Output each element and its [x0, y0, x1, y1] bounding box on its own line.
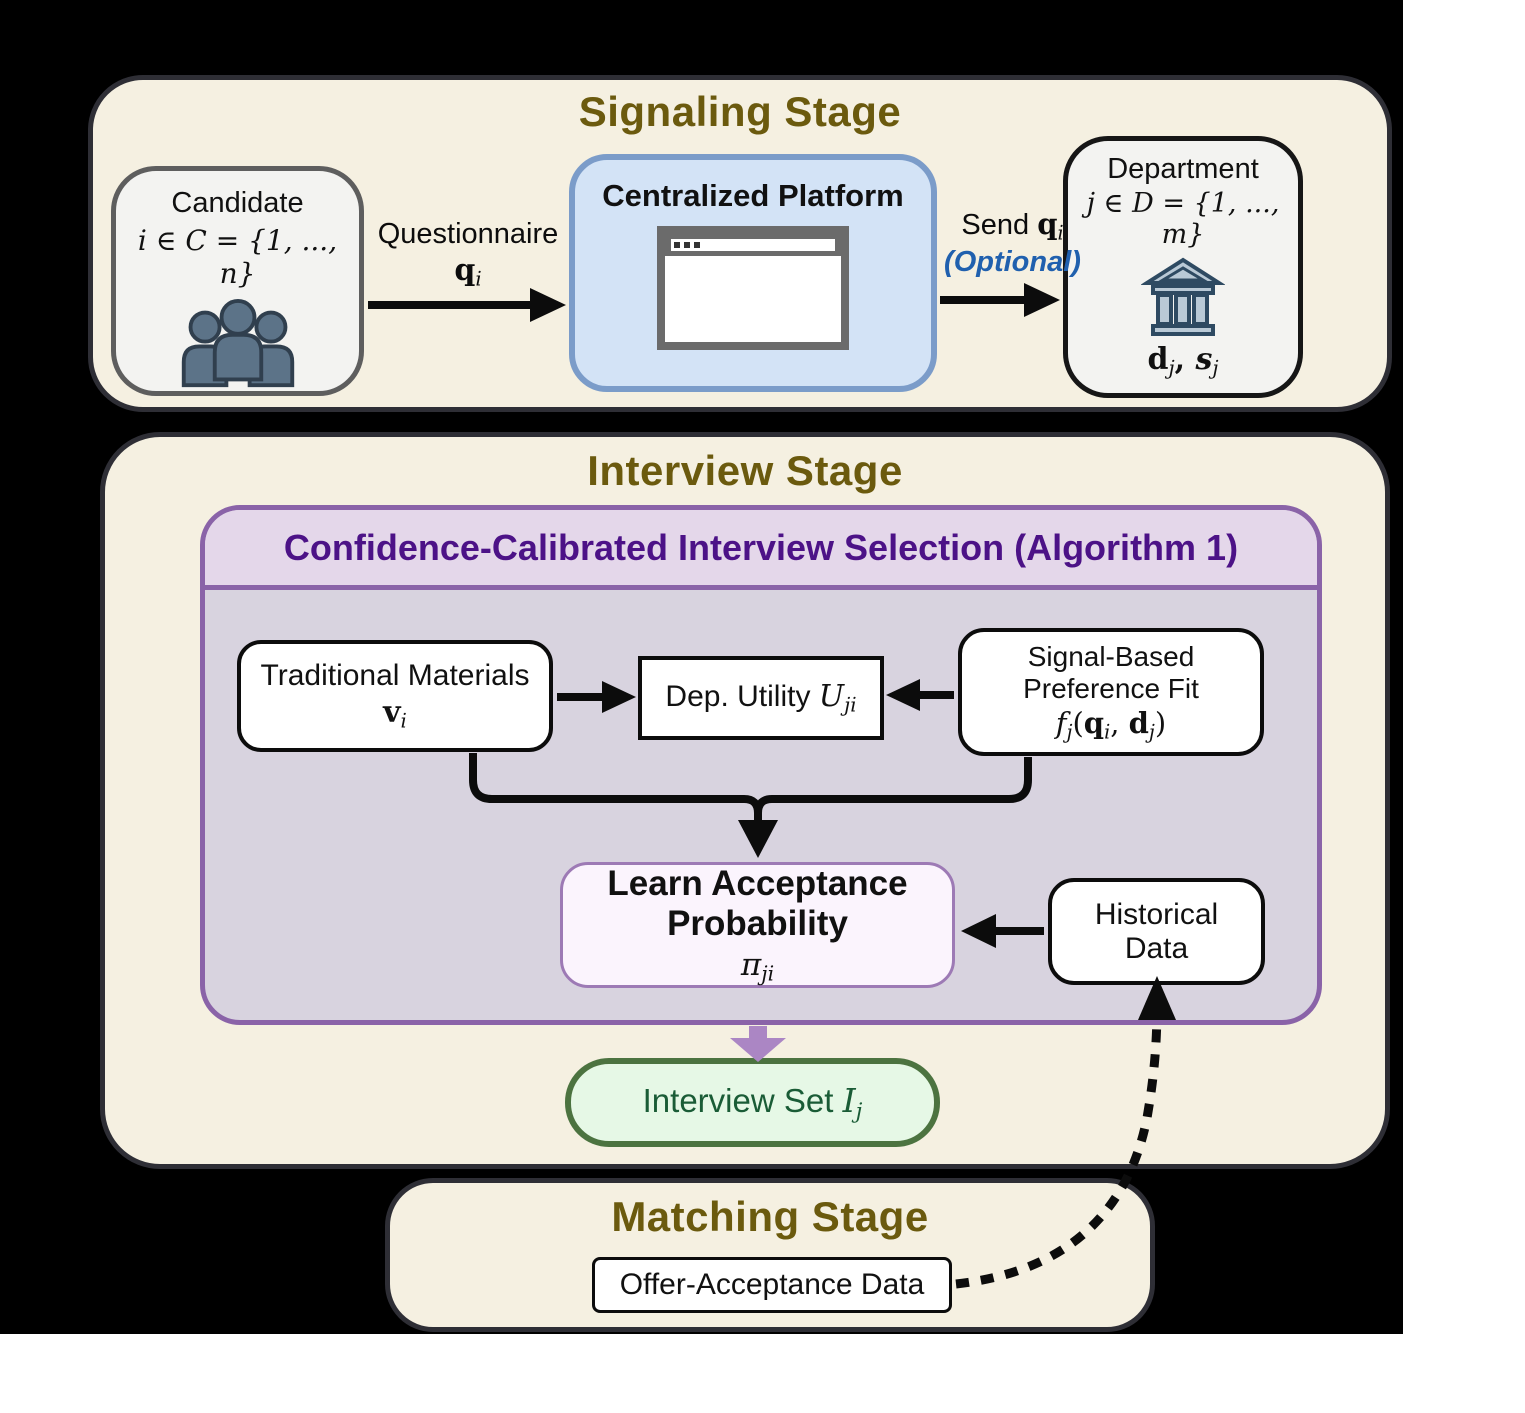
- candidate-node: Candidate i ∈ C = {1, ..., n}: [111, 166, 364, 396]
- interview-set-I-sub: j: [855, 1099, 863, 1125]
- questionnaire-q-sub: i: [475, 267, 482, 291]
- questionnaire-math: qi: [368, 253, 568, 291]
- dep-utility-U-sub: ji: [844, 693, 857, 717]
- learn-line1: Learn Acceptance: [607, 863, 908, 903]
- questionnaire-text: Questionnaire: [377, 218, 559, 250]
- dep-utility-node: Dep. Utility Uji: [638, 656, 884, 740]
- candidate-set-math: i ∈ C = {1, ..., n}: [137, 224, 338, 290]
- send-label: Send qi (Optional): [925, 207, 1100, 279]
- learn-math: πji: [741, 947, 774, 986]
- learn-pi: π: [740, 947, 762, 984]
- signal-d-sub: j: [1148, 720, 1155, 744]
- historical-line1: Historical: [1094, 897, 1219, 931]
- bank-icon: [1141, 257, 1225, 336]
- interview-set-I: I: [842, 1080, 856, 1120]
- signal-f: f: [1055, 705, 1067, 740]
- signal-math: fj(qi, dj): [1056, 706, 1166, 743]
- optional-label: (Optional): [944, 246, 1081, 279]
- traditional-materials-label: Traditional Materials: [260, 659, 530, 693]
- questionnaire-label: Questionnaire qi: [368, 218, 568, 291]
- signal-line1: Signal-Based: [1027, 640, 1195, 672]
- signal-d: d: [1128, 705, 1149, 740]
- send-text: Send qi: [925, 207, 1100, 244]
- dep-utility-U: U: [818, 679, 845, 715]
- signaling-stage-box: Signaling Stage Candidate i ∈ C = {1, ..…: [88, 75, 1392, 412]
- dept-var-sep: ,: [1174, 342, 1196, 377]
- signal-close: ): [1154, 705, 1167, 740]
- dept-var-s-sub: j: [1212, 356, 1219, 380]
- signal-f-sub: j: [1066, 720, 1073, 744]
- department-set-math: j ∈ D = {1, ..., m}: [1086, 188, 1280, 250]
- questionnaire-q: q: [454, 253, 476, 288]
- browser-window-icon: [657, 226, 849, 350]
- send-q-sub: i: [1057, 221, 1064, 245]
- offer-acceptance-node: Offer-Acceptance Data: [592, 1257, 952, 1313]
- interview-set-node: Interview Set Ij: [565, 1058, 940, 1147]
- signal-preference-node: Signal-Based Preference Fit fj(qi, dj): [958, 628, 1264, 756]
- learn-acceptance-node: Learn Acceptance Probability πji: [560, 862, 955, 988]
- interview-set-label: Interview Set Ij: [643, 1081, 863, 1124]
- traditional-v-sub: i: [400, 709, 407, 733]
- signal-q-sub: i: [1104, 720, 1111, 744]
- traditional-materials-node: Traditional Materials vi: [237, 640, 553, 752]
- centralized-platform-node: Centralized Platform: [569, 154, 937, 392]
- traditional-v: v: [383, 695, 401, 731]
- traditional-materials-math: vi: [383, 695, 407, 733]
- learn-line2: Probability: [667, 904, 848, 944]
- historical-line2: Data: [1124, 931, 1189, 965]
- interview-set-text: Interview Set: [642, 1081, 843, 1119]
- dept-var-s: s: [1195, 342, 1213, 377]
- send-q: q: [1037, 207, 1058, 241]
- matching-stage-title: Matching Stage: [611, 1193, 929, 1240]
- people-icon: [181, 298, 294, 388]
- algorithm-container: Confidence-Calibrated Interview Selectio…: [200, 505, 1322, 1025]
- historical-data-node: Historical Data: [1048, 878, 1265, 985]
- signaling-stage-title: Signaling Stage: [578, 88, 902, 135]
- dept-var-d: d: [1147, 342, 1169, 377]
- interview-stage-box: Interview Stage Confidence-Calibrated In…: [100, 432, 1390, 1169]
- department-vars: dj, sj: [1147, 342, 1218, 380]
- platform-title: Centralized Platform: [602, 178, 904, 213]
- algorithm-header: Confidence-Calibrated Interview Selectio…: [205, 510, 1317, 590]
- signal-line2: Preference Fit: [1023, 672, 1199, 704]
- department-node: Department j ∈ D = {1, ..., m} dj, sj: [1063, 136, 1303, 398]
- send-prefix: Send: [961, 209, 1038, 241]
- signal-comma: ,: [1110, 705, 1129, 740]
- dep-utility-label: Dep. Utility Uji: [665, 679, 856, 717]
- signal-open: (: [1072, 705, 1084, 740]
- signal-q: q: [1083, 705, 1105, 740]
- learn-pi-sub: ji: [761, 962, 775, 987]
- algorithm-title: Confidence-Calibrated Interview Selectio…: [283, 526, 1239, 568]
- dep-utility-text: Dep. Utility: [665, 680, 819, 714]
- matching-stage-box: Matching Stage Offer-Acceptance Data: [385, 1178, 1155, 1332]
- department-title: Department: [1107, 153, 1259, 185]
- candidate-title: Candidate: [171, 187, 304, 219]
- dept-var-d-sub: j: [1168, 356, 1175, 380]
- interview-stage-title: Interview Stage: [587, 447, 903, 494]
- offer-acceptance-label: Offer-Acceptance Data: [619, 1268, 925, 1301]
